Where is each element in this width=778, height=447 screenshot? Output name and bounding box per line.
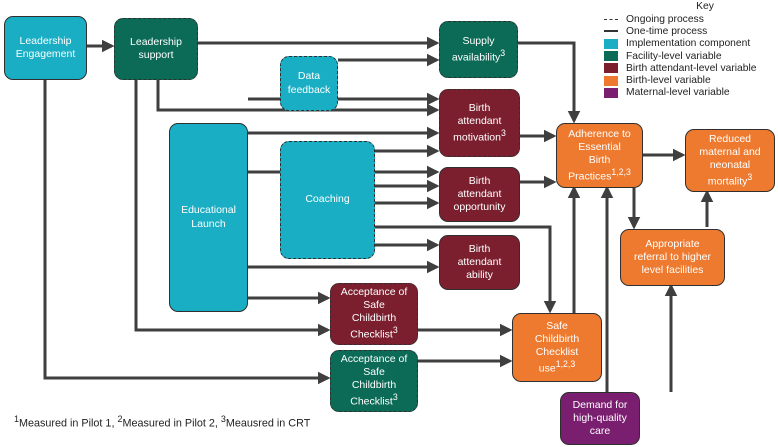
legend-row-birth: Birth-level variable	[604, 74, 776, 86]
arrow-support-to-acceptance-ba	[134, 80, 331, 337]
demand-quality-care-label: Demand for high-quality care	[572, 398, 628, 438]
birth-attendant-opportunity-label: Birth attendant opportunity	[453, 174, 506, 214]
maternal-swatch	[604, 87, 618, 98]
demand-quality-care-box: Demand for high-quality care	[560, 392, 640, 445]
leadership-support-label: Leadership support	[130, 35, 182, 61]
supply-availability-superscript: 3	[500, 47, 506, 58]
birth-attendant-ability-box: Birth attendant ability	[439, 235, 520, 290]
legend-label-onetime: One-time process	[626, 25, 708, 37]
legend-label-implementation: Implementation component	[626, 38, 751, 50]
coaching-box: Coaching	[280, 141, 375, 259]
educational-launch-label: Educational Launch	[181, 204, 236, 230]
birth-attendant-motivation-label: Birth attendant motivation	[453, 101, 502, 144]
checklist-use-box: Safe Childbirth Checklist use1,2,3	[512, 313, 602, 382]
supply-availability-label: Supply availability	[451, 34, 501, 64]
appropriate-referral-label: Appropriate referral to higher level fac…	[633, 237, 712, 277]
adherence-label: Adherence to Essential Birth Practices	[568, 127, 631, 183]
legend-label-birth-attendant: Birth attendant-level variable	[626, 62, 757, 74]
birth-attendant-swatch	[604, 63, 618, 74]
footnote-sup-1: 1	[14, 414, 20, 424]
appropriate-referral-box: Appropriate referral to higher level fac…	[620, 229, 725, 286]
acceptance-checklist-facility-content: Acceptance of Safe Childbirth Checklist3	[341, 353, 408, 409]
arrow-engagement-to-acceptance-fac	[43, 80, 331, 385]
leadership-engagement-label: Leadership Engagement	[15, 34, 76, 60]
legend-row-birth-attendant: Birth attendant-level variable	[604, 62, 776, 74]
legend-row-ongoing: Ongoing process	[604, 13, 776, 25]
data-feedback-label: Data feedback	[287, 70, 331, 96]
arrow-coaching-to-checklistuse	[375, 225, 557, 314]
reduced-mortality-label: Reduced maternal and neonatal mortality	[699, 132, 761, 188]
footnote-sup-2: 2	[117, 414, 123, 424]
footnote-text-2: Measured in Pilot 2,	[122, 417, 221, 430]
legend-label-maternal: Maternal-level variable	[626, 87, 730, 99]
supply-availability-box: Supply availability3	[439, 21, 518, 78]
acceptance-checklist-facility-box: Acceptance of Safe Childbirth Checklist3	[330, 350, 418, 412]
adherence-content: Adherence to Essential Birth Practices1,…	[568, 128, 631, 184]
legend-row-facility: Facility-level variable	[604, 50, 776, 62]
footnote-text-3: Meausred in CRT	[225, 417, 311, 430]
reduced-mortality-box: Reduced maternal and neonatal mortality3	[685, 129, 775, 192]
birth-attendant-motivation-content: Birth attendant motivation3	[453, 102, 506, 145]
acceptance-checklist-birth-attendant-superscript: 3	[392, 325, 398, 336]
legend: Key Ongoing process One-time process Imp…	[604, 1, 776, 99]
checklist-use-content: Safe Childbirth Checklist use1,2,3	[535, 320, 579, 376]
legend-row-onetime: One-time process	[604, 25, 776, 37]
solid-line-swatch	[604, 30, 618, 33]
legend-row-implementation: Implementation component	[604, 38, 776, 50]
supply-availability-content: Supply availability3	[452, 35, 505, 65]
footnote-sup-3: 3	[220, 414, 226, 424]
legend-title: Key	[696, 1, 714, 12]
checklist-use-superscript: 1,2,3	[555, 358, 576, 369]
acceptance-checklist-birth-attendant-label: Acceptance of Safe Childbirth Checklist	[340, 286, 408, 341]
birth-swatch	[604, 75, 618, 86]
birth-attendant-opportunity-box: Birth attendant opportunity	[439, 167, 520, 222]
acceptance-checklist-birth-attendant-content: Acceptance of Safe Childbirth Checklist3	[341, 286, 408, 342]
legend-label-birth: Birth-level variable	[626, 75, 711, 87]
legend-label-ongoing: Ongoing process	[626, 13, 704, 25]
data-feedback-box: Data feedback	[280, 56, 338, 111]
adherence-box: Adherence to Essential Birth Practices1,…	[556, 123, 643, 188]
acceptance-checklist-birth-attendant-box: Acceptance of Safe Childbirth Checklist3	[330, 283, 418, 345]
leadership-support-box: Leadership support	[114, 18, 198, 80]
acceptance-checklist-facility-superscript: 3	[392, 392, 398, 403]
reduced-mortality-superscript: 3	[747, 171, 753, 182]
birth-attendant-motivation-superscript: 3	[500, 127, 506, 138]
educational-launch-box: Educational Launch	[169, 123, 248, 312]
legend-row-maternal: Maternal-level variable	[604, 87, 776, 99]
dashed-line-swatch	[604, 18, 618, 20]
checklist-use-label: Safe Childbirth Checklist use	[534, 319, 580, 375]
footnote-text-1: Measured in Pilot 1,	[19, 417, 118, 430]
coaching-label: Coaching	[305, 193, 350, 206]
adherence-superscript: 1,2,3	[611, 166, 631, 177]
birth-attendant-motivation-box: Birth attendant motivation3	[439, 89, 520, 157]
arrow-support-to-motivation	[156, 80, 440, 117]
facility-swatch	[604, 51, 618, 62]
arrow-supply-to-adherence	[518, 41, 581, 124]
footnote: 1Measured in Pilot 1, 2Measured in Pilot…	[14, 414, 310, 430]
birth-attendant-ability-label: Birth attendant ability	[457, 242, 502, 282]
reduced-mortality-content: Reduced maternal and neonatal mortality3	[699, 133, 760, 189]
leadership-engagement-box: Leadership Engagement	[4, 16, 87, 80]
implementation-swatch	[604, 38, 618, 49]
acceptance-checklist-facility-label: Acceptance of Safe Childbirth Checklist	[340, 353, 408, 408]
legend-label-facility: Facility-level variable	[626, 50, 722, 62]
